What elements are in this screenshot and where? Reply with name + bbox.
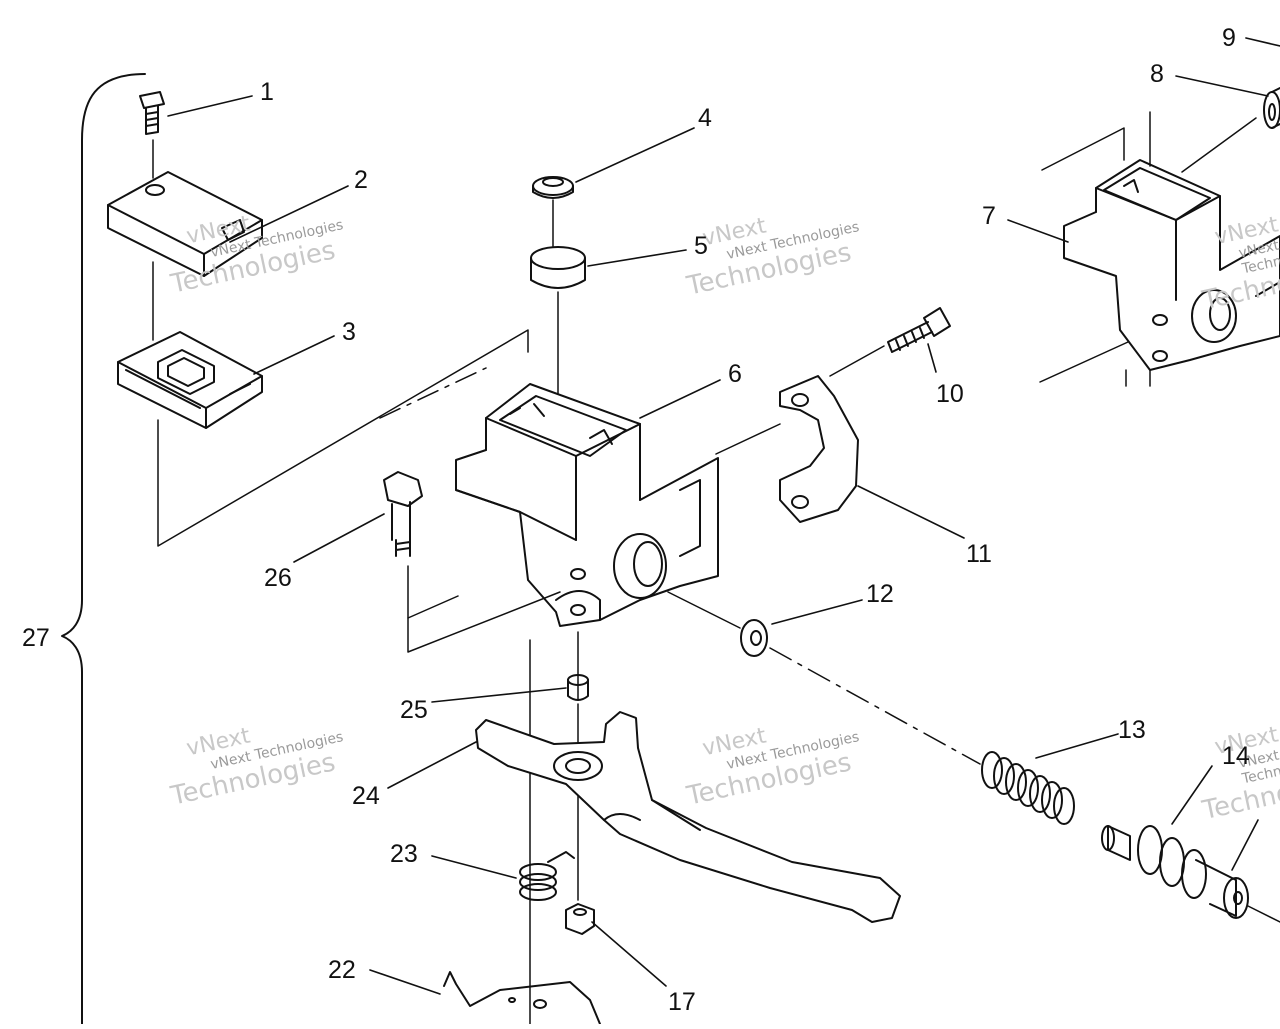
callout-14: 14 [1222, 742, 1250, 770]
callout-9: 9 [1222, 24, 1236, 52]
callout-3: 3 [342, 318, 356, 346]
part-7-body [1063, 159, 1280, 371]
part-17-nut [565, 903, 595, 935]
part-2-cover [107, 171, 263, 277]
callout-17: 17 [668, 988, 696, 1016]
callout-26: 26 [264, 564, 292, 592]
part-13-spring [981, 751, 1075, 825]
part-4-ring [532, 176, 574, 199]
part-10-screw [887, 307, 951, 353]
part-14-piston [1101, 825, 1249, 919]
part-24-lever [475, 711, 901, 923]
part-12-washer [740, 619, 768, 657]
part-11-clamp [779, 375, 859, 523]
part-23-spring [519, 851, 575, 901]
part-6-body [455, 383, 719, 627]
callout-27: 27 [22, 624, 50, 652]
callout-13: 13 [1118, 716, 1146, 744]
part-3-diaphragm [117, 331, 263, 429]
part-5-bushing [530, 246, 586, 289]
callout-1: 1 [260, 78, 274, 106]
callout-5: 5 [694, 232, 708, 260]
callout-22: 22 [328, 956, 356, 984]
callout-2: 2 [354, 166, 368, 194]
callout-8: 8 [1150, 60, 1164, 88]
callout-11: 11 [966, 540, 992, 568]
brace-27 [61, 73, 146, 1025]
leader-lines [167, 37, 1280, 995]
part-8-bushing [1263, 87, 1280, 129]
callout-10: 10 [936, 380, 964, 408]
part-26-bolt [383, 471, 423, 557]
part-1-screw [139, 91, 165, 135]
part-25-bushing [567, 674, 589, 701]
callout-4: 4 [698, 104, 712, 132]
part-22-bracket [443, 971, 601, 1025]
callout-24: 24 [352, 782, 380, 810]
callout-7: 7 [982, 202, 996, 230]
callout-6: 6 [728, 360, 742, 388]
callout-12: 12 [866, 580, 894, 608]
callout-25: 25 [400, 696, 428, 724]
callout-23: 23 [390, 840, 418, 868]
